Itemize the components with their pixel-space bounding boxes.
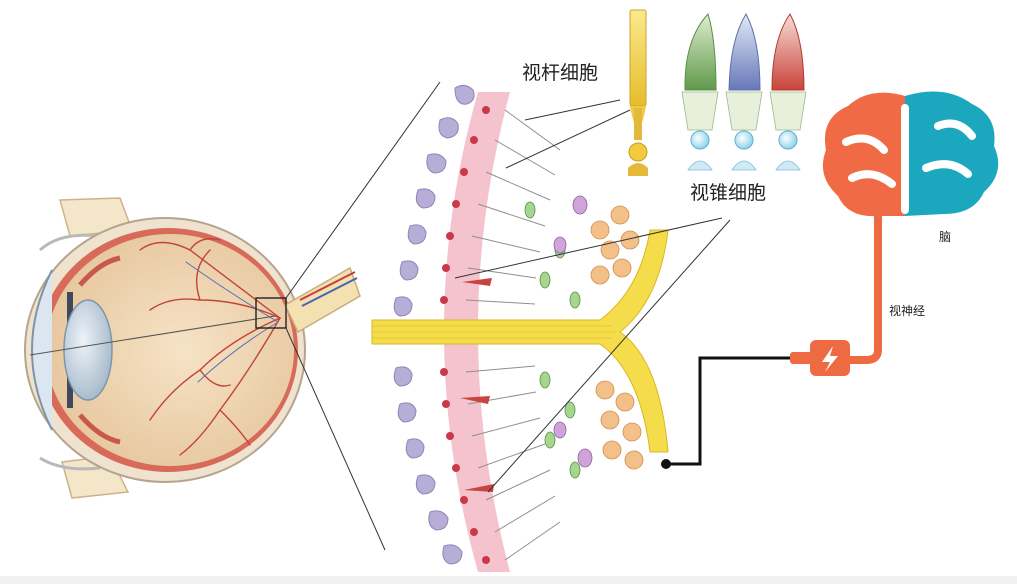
zoom-line-lower [285,327,386,551]
nerve-connector-plug [790,340,850,376]
optic-nerve-wire [846,212,882,364]
optic-nerve-label: 视神经 [889,304,926,318]
rod-cell-illustration [628,9,648,176]
cone-cells-label: 视锥细胞 [690,182,767,204]
retina-magnified-section [371,84,669,572]
lightning-bolt-icon [822,346,838,372]
eyeball-cross-section [24,197,361,499]
brain-label: 脑 [939,230,952,244]
zoom-line-upper [285,81,441,299]
cone-cell-green [681,13,719,171]
brain-icon [822,91,999,217]
label-pointer-lines [454,99,731,493]
signal-wire [661,356,790,469]
rod-cells-label: 视杆细胞 [522,62,599,84]
bottom-strip [0,576,1017,584]
cone-cell-red [769,13,807,171]
cone-cell-blue [725,12,763,171]
